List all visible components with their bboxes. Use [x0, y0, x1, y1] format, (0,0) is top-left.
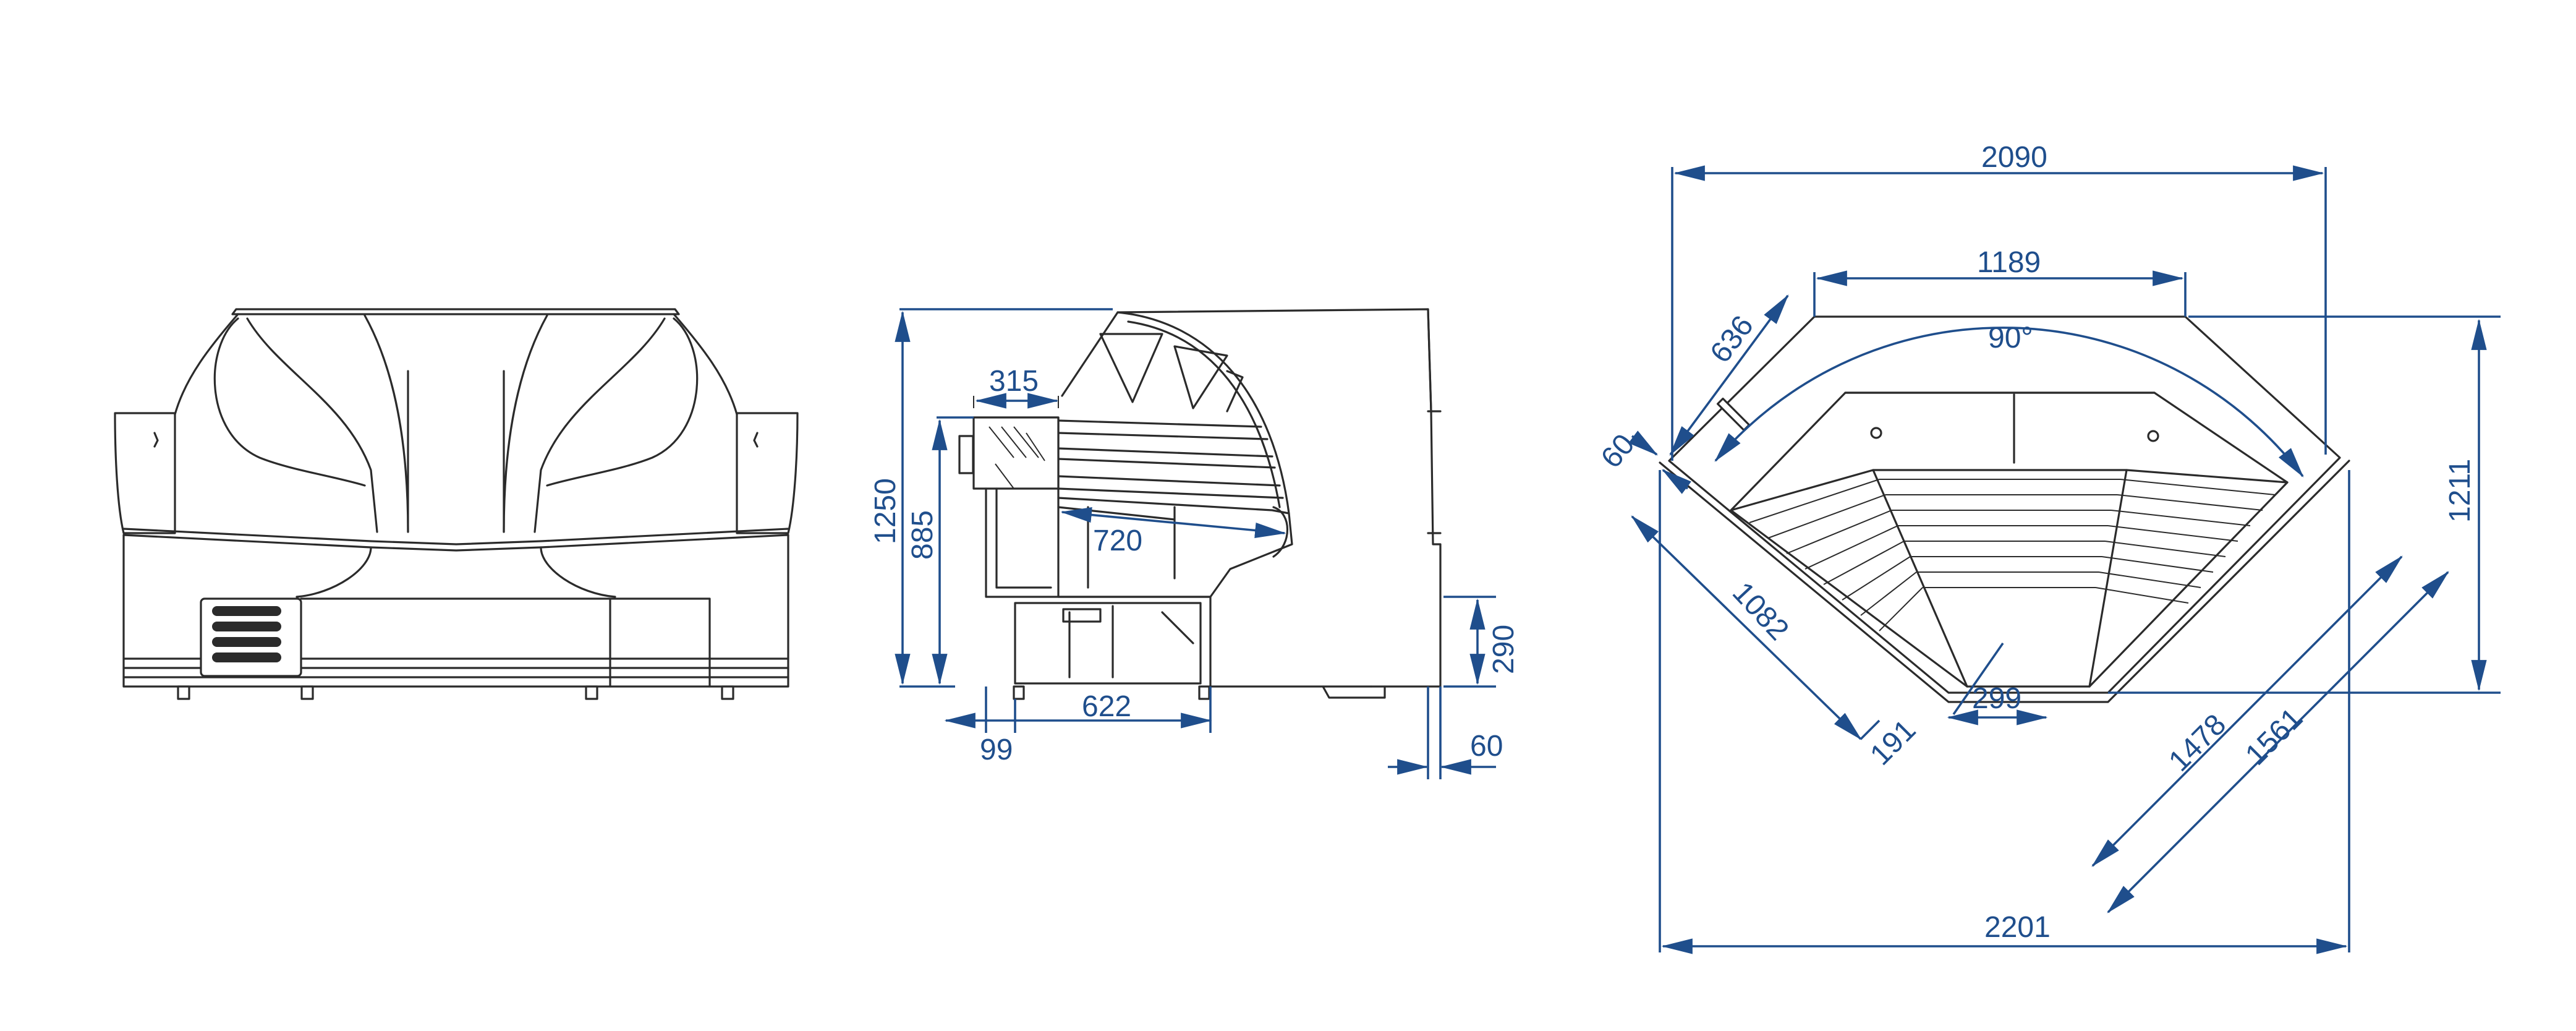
dim-315: 315	[989, 365, 1039, 398]
dimensions-side: 315 1250 885 720 290 622 99 60	[869, 308, 1520, 779]
dim-636: 636	[1704, 310, 1760, 369]
dim-1478: 1478	[2162, 708, 2232, 778]
front-view	[114, 308, 799, 700]
dim-885: 885	[906, 510, 939, 560]
dimensions-top: 2090 1189 90° 636 60 1082 191 299 1478 1…	[1595, 141, 2501, 954]
dim-99: 99	[980, 734, 1013, 766]
dim-1211: 1211	[2444, 459, 2476, 523]
dim-60-top: 60	[1595, 428, 1641, 474]
dim-90deg: 90°	[1988, 322, 2033, 354]
dim-2090: 2090	[1981, 141, 2047, 174]
dim-1082: 1082	[1726, 576, 1795, 646]
dim-1189: 1189	[1977, 246, 2041, 279]
dim-2201: 2201	[1984, 911, 2051, 944]
dim-622: 622	[1082, 690, 1131, 723]
dim-191: 191	[1864, 714, 1922, 772]
dim-720: 720	[1093, 524, 1142, 557]
dim-299: 299	[1972, 682, 2021, 715]
dim-1561: 1561	[2239, 702, 2309, 772]
side-view	[958, 308, 1442, 700]
dim-60: 60	[1470, 730, 1503, 763]
dim-290: 290	[1487, 625, 1520, 674]
dim-1250: 1250	[869, 478, 902, 544]
